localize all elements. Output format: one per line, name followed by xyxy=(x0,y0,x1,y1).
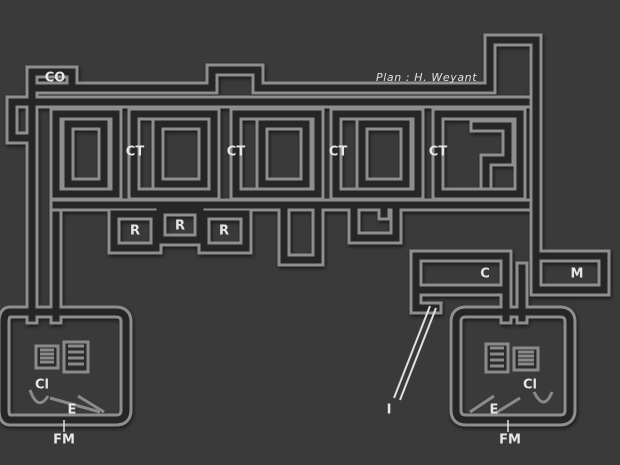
fm-pointers xyxy=(63,420,509,432)
label-cl-right: Cl xyxy=(523,378,537,393)
tunnels xyxy=(0,33,611,427)
label-r-2: R xyxy=(175,219,185,234)
label-co: CO xyxy=(45,71,66,86)
label-r-3: R xyxy=(219,224,229,239)
left-bastion-detail xyxy=(28,340,105,414)
label-ct-4: CT xyxy=(429,145,448,160)
label-r-1: R xyxy=(130,224,140,239)
label-ct-1: CT xyxy=(126,145,145,160)
label-ct-3: CT xyxy=(329,145,348,160)
label-e-left: E xyxy=(68,403,77,418)
plan-credit: Plan : H. Weyant xyxy=(376,71,477,84)
label-c: C xyxy=(480,267,490,282)
label-ct-2: CT xyxy=(227,145,246,160)
label-cl-left: Cl xyxy=(35,378,49,393)
i-line xyxy=(393,305,437,401)
label-e-right: E xyxy=(490,403,499,418)
label-m: M xyxy=(571,267,584,282)
label-i: I xyxy=(387,403,392,418)
right-bastion-detail xyxy=(469,342,554,416)
label-fm-right: FM xyxy=(499,433,521,448)
label-fm-left: FM xyxy=(53,433,75,448)
